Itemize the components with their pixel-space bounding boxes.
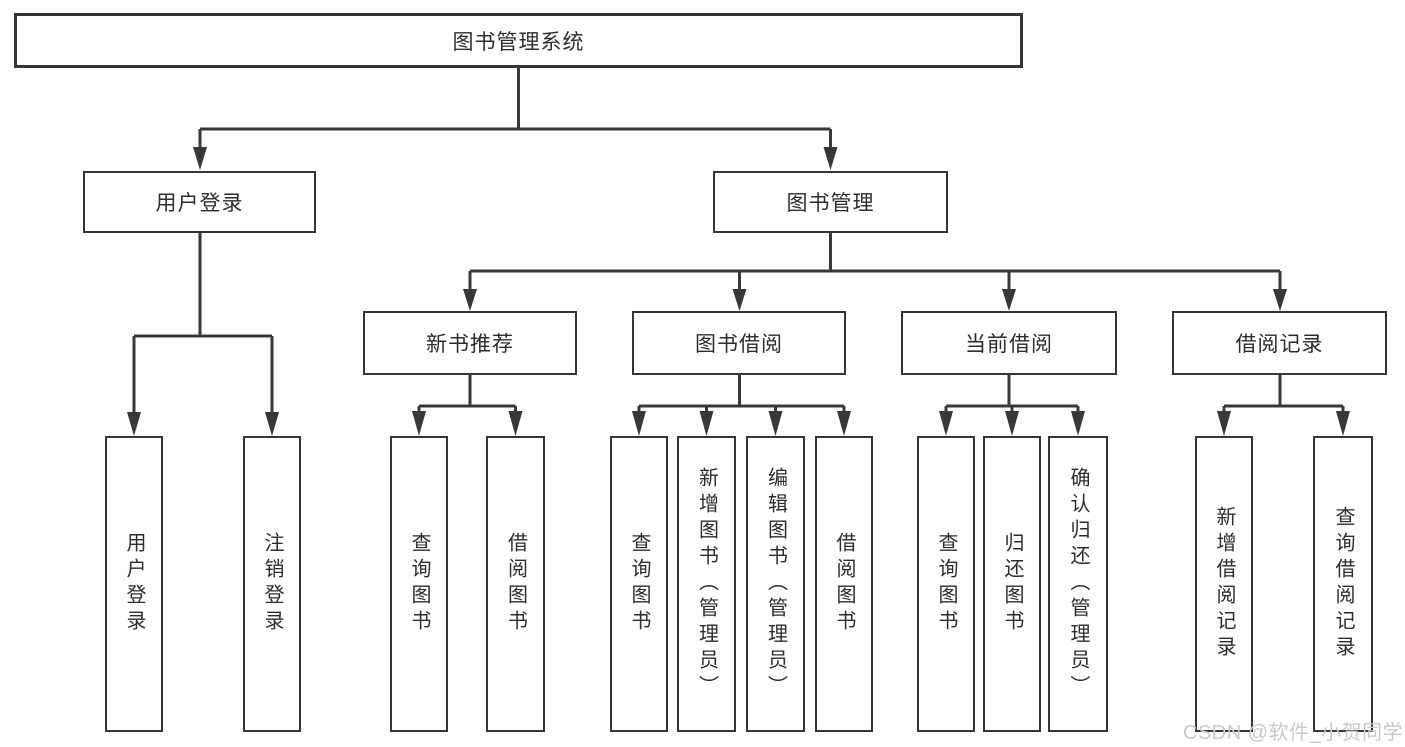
node-label: 借阅图书 bbox=[504, 532, 527, 636]
node-label: 编辑图书（管理员） bbox=[764, 467, 787, 701]
node-label: 图书管理 bbox=[786, 192, 875, 215]
connector-current-borrow-children bbox=[939, 375, 1085, 436]
leaf-query-books: 查询图书 bbox=[390, 436, 448, 732]
node-label: 注销登录 bbox=[261, 532, 283, 636]
leaf-edit-books-admin: 编辑图书（管理员） bbox=[746, 436, 805, 732]
connector-book-management-children bbox=[463, 233, 1287, 311]
leaf-add-books-admin: 新增图书（管理员） bbox=[677, 436, 736, 732]
node-new-book-recommend: 新书推荐 bbox=[363, 311, 577, 375]
node-label: 查询借阅记录 bbox=[1332, 506, 1354, 662]
node-label: 用户登录 bbox=[155, 192, 244, 215]
leaf-borrow-books: 借阅图书 bbox=[815, 436, 873, 732]
leaf-query-books: 查询图书 bbox=[917, 436, 975, 732]
node-label: 查询图书 bbox=[628, 532, 650, 636]
connector-user-login-children bbox=[127, 233, 279, 436]
node-book-management: 图书管理 bbox=[713, 171, 948, 233]
node-label: 查询图书 bbox=[935, 532, 957, 636]
connector-book-borrow-children bbox=[632, 375, 851, 436]
csdn-watermark: CSDN @软件_小贺同学 bbox=[1183, 722, 1404, 744]
leaf-borrow-books: 借阅图书 bbox=[486, 436, 545, 732]
connector-borrow-records-children bbox=[1217, 375, 1350, 436]
leaf-query-books: 查询图书 bbox=[610, 436, 668, 732]
node-label: 图书借阅 bbox=[695, 333, 783, 356]
node-label: 借阅图书 bbox=[833, 532, 855, 636]
node-label: 用户登录 bbox=[123, 532, 145, 636]
leaf-return-books: 归还图书 bbox=[983, 436, 1041, 732]
leaf-user-login: 用户登录 bbox=[105, 436, 163, 732]
connector-root-to-level2 bbox=[193, 68, 838, 170]
node-book-borrow: 图书借阅 bbox=[632, 311, 846, 375]
node-label: 查询图书 bbox=[408, 532, 430, 636]
node-label: 借阅记录 bbox=[1235, 333, 1324, 356]
node-label: 当前借阅 bbox=[965, 333, 1053, 356]
leaf-confirm-return-admin: 确认归还（管理员） bbox=[1048, 436, 1108, 732]
node-label: 新书推荐 bbox=[426, 333, 514, 356]
node-label: 确认归还（管理员） bbox=[1067, 467, 1089, 701]
node-label: 新增图书（管理员） bbox=[695, 467, 718, 701]
node-borrow-records: 借阅记录 bbox=[1172, 311, 1387, 375]
node-label: 归还图书 bbox=[1001, 532, 1023, 636]
leaf-query-borrow-record: 查询借阅记录 bbox=[1313, 436, 1373, 732]
connector-new-book-recommend-children bbox=[412, 375, 523, 436]
node-label: 图书管理系统 bbox=[452, 30, 585, 54]
leaf-add-borrow-record: 新增借阅记录 bbox=[1195, 436, 1253, 732]
node-label: 新增借阅记录 bbox=[1213, 506, 1235, 662]
node-library-management-system: 图书管理系统 bbox=[14, 13, 1023, 68]
leaf-logout: 注销登录 bbox=[243, 436, 301, 732]
node-current-borrow: 当前借阅 bbox=[901, 311, 1117, 375]
node-user-login: 用户登录 bbox=[83, 171, 316, 233]
